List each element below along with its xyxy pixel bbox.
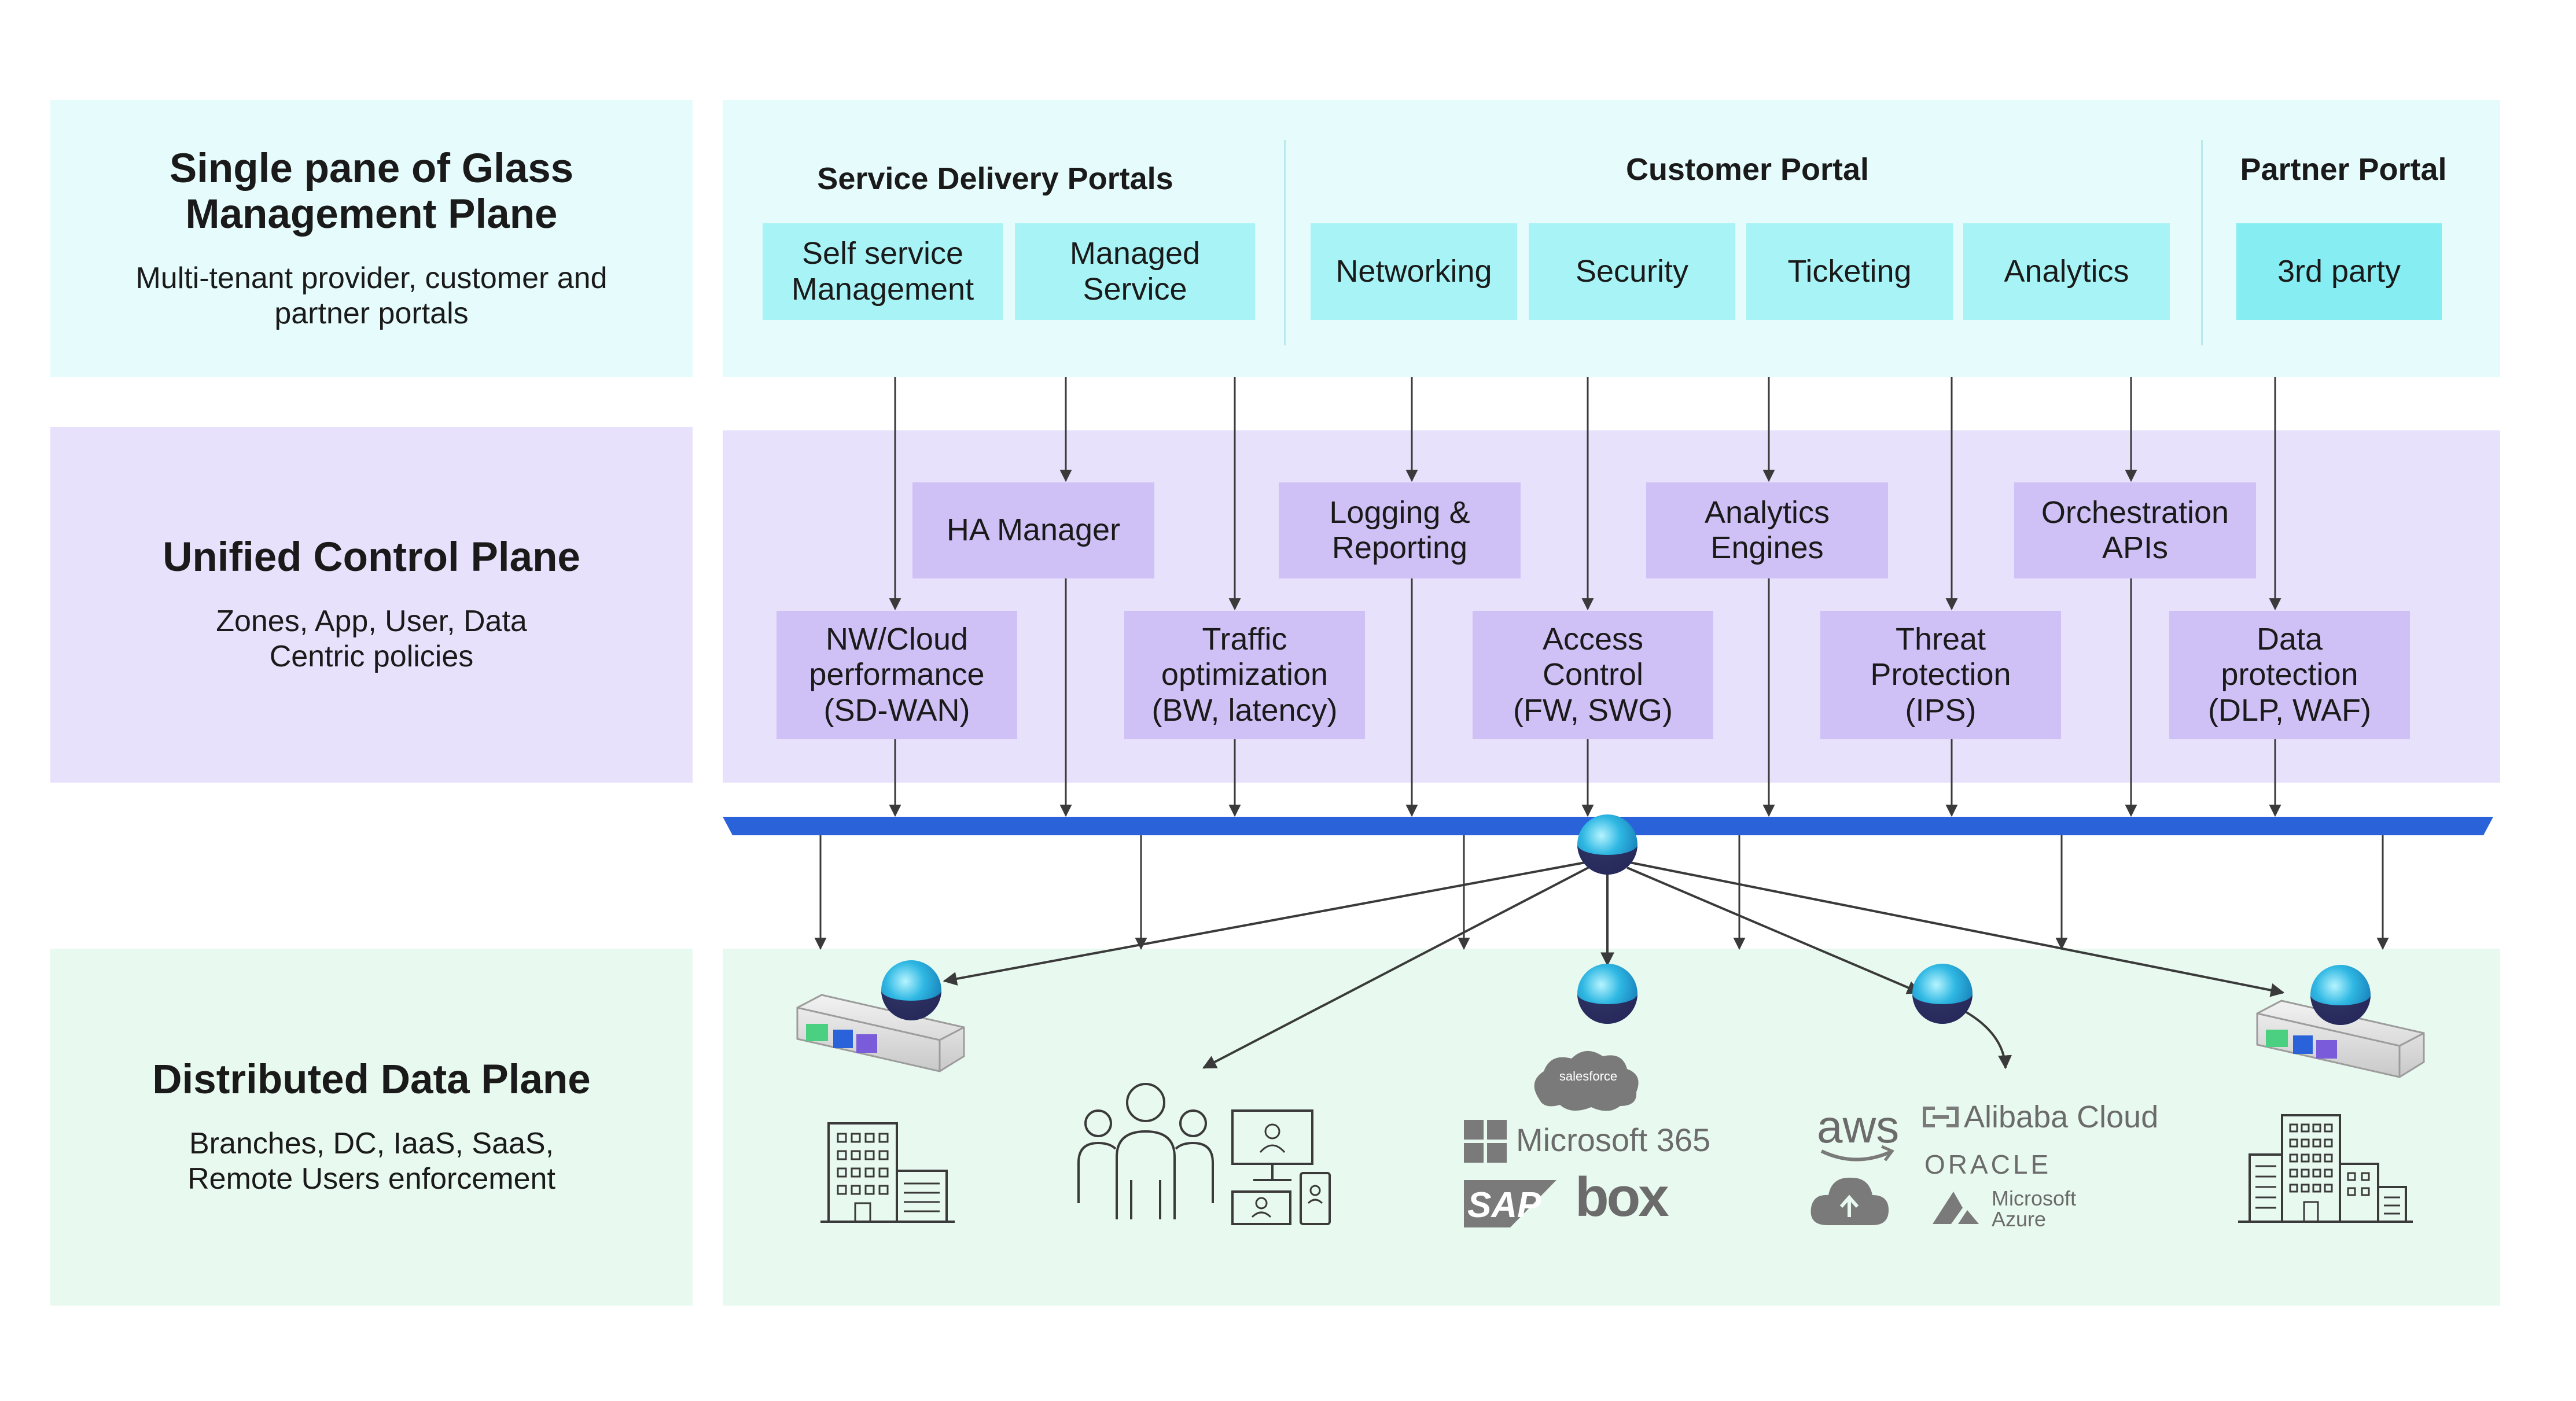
portal-divider [2201, 140, 2203, 345]
edge-node-sphere-right [2310, 965, 2371, 1025]
data-plane-title: Distributed Data Plane [152, 1057, 591, 1103]
self-service-management-box[interactable]: Self service Management [763, 223, 1003, 320]
ha-manager-box[interactable]: HA Manager [912, 482, 1154, 578]
azure-logo-line1: Microsoft [1992, 1186, 2077, 1210]
sap-logo-shape [1464, 1180, 1556, 1227]
sdwan-box[interactable]: NW/Cloud performance (SD-WAN) [777, 611, 1017, 739]
alibaba-cloud-logo: Alibaba Cloud [1964, 1100, 2159, 1134]
data-plane-subtitle: Branches, DC, IaaS, SaaS, Remote Users e… [187, 1126, 555, 1196]
portal-to-control-connectors [889, 377, 2281, 611]
customer-portal-header: Customer Portal [1625, 152, 1870, 187]
microsoft-365-logo: Microsoft 365 [1516, 1122, 1711, 1158]
control-plane-subtitle: Zones, App, User, Data Centric policies [216, 604, 527, 674]
third-party-box[interactable]: 3rd party [2236, 223, 2442, 320]
aws-logo: aws [1817, 1101, 1900, 1152]
traffic-optimization-box[interactable]: Traffic optimization (BW, latency) [1124, 611, 1365, 739]
remote-users-icon [1077, 1083, 1331, 1225]
edge-node-sphere-left [881, 960, 941, 1020]
salesforce-logo-shape [1534, 1050, 1639, 1111]
ticketing-box[interactable]: Ticketing [1746, 223, 1953, 320]
salesforce-logo: salesforce [1559, 1069, 1618, 1083]
analytics-engines-box[interactable]: Analytics Engines [1646, 482, 1888, 578]
management-plane-label-panel: Single pane of Glass Management Plane Mu… [50, 100, 693, 377]
edge-appliance-right [2256, 1000, 2425, 1078]
logging-reporting-box[interactable]: Logging & Reporting [1279, 482, 1521, 578]
edge-appliance-left [796, 994, 965, 1072]
branch-building-icon [820, 1122, 955, 1223]
portal-divider [1284, 140, 1286, 345]
azure-logo-line2: Azure [1992, 1207, 2047, 1231]
microsoft-logo-squares [1464, 1120, 1507, 1163]
box-logo: box [1575, 1166, 1669, 1228]
control-plane-title: Unified Control Plane [163, 534, 580, 581]
sap-logo: SAP [1467, 1185, 1541, 1225]
cloud-node-sphere [1912, 964, 1973, 1024]
central-fanout-arrows [943, 861, 2285, 1070]
central-node-sphere [1577, 814, 1637, 875]
management-plane-title: Single pane of Glass Management Plane [169, 145, 574, 238]
control-plane-label-panel: Unified Control Plane Zones, App, User, … [50, 427, 693, 783]
analytics-box[interactable]: Analytics [1963, 223, 2170, 320]
aws-smile [1820, 1149, 1891, 1162]
data-center-buildings-icon [2238, 1114, 2413, 1223]
orchestration-apis-box[interactable]: Orchestration APIs [2014, 482, 2256, 578]
networking-box[interactable]: Networking [1311, 223, 1517, 320]
access-control-box[interactable]: Access Control (FW, SWG) [1473, 611, 1713, 739]
bus-to-data-connectors [814, 835, 2389, 950]
partner-portal-header: Partner Portal [2240, 152, 2447, 187]
threat-protection-box[interactable]: Threat Protection (IPS) [1820, 611, 2061, 739]
cloud-upload-icon [1810, 1177, 1889, 1225]
managed-service-box[interactable]: Managed Service [1015, 223, 1255, 320]
saas-node-sphere [1577, 964, 1637, 1024]
control-to-bus-connectors [889, 578, 2281, 817]
data-plane-label-panel: Distributed Data Plane Branches, DC, Iaa… [50, 949, 693, 1306]
management-plane-subtitle: Multi-tenant provider, customer and part… [135, 261, 608, 331]
oracle-logo: ORACLE [1924, 1149, 2052, 1179]
azure-logo-mark [1933, 1192, 1979, 1224]
service-delivery-portals-header: Service Delivery Portals [817, 161, 1173, 196]
data-protection-box[interactable]: Data protection (DLP, WAF) [2169, 611, 2410, 739]
security-box[interactable]: Security [1529, 223, 1735, 320]
alibaba-logo-mark [1923, 1107, 1959, 1127]
